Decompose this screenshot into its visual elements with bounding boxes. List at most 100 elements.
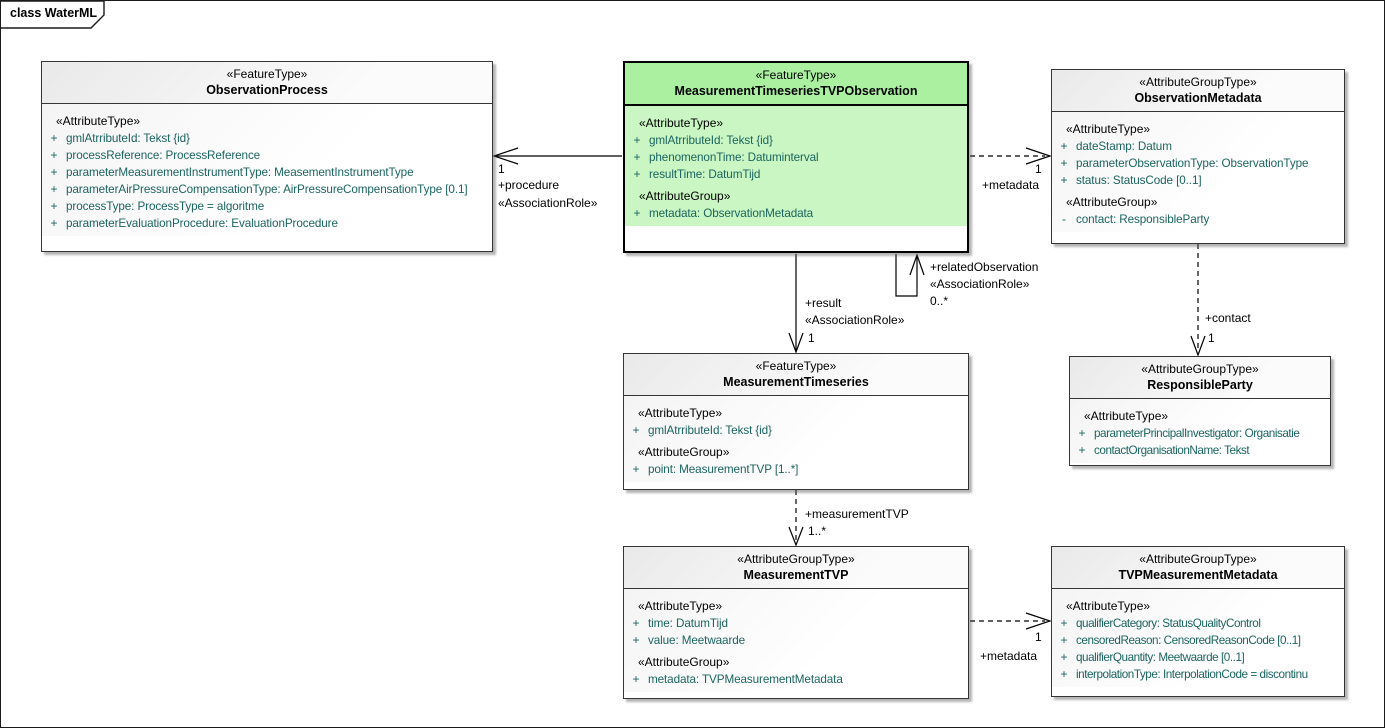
class-header: «FeatureType» MeasurementTimeseriesTVPOb… (625, 63, 967, 106)
class-name: MeasurementTimeseries (723, 375, 869, 389)
attribute-text: parameterAirPressureCompensationType: Ai… (66, 183, 468, 196)
attribute-text: dateStamp: Datum (1076, 140, 1172, 153)
attribute-visibility: + (632, 616, 640, 630)
related-observation-stereotype-label: «AssociationRole» (930, 277, 1030, 291)
attribute-text: parameterPrincipalInvestigator: Organisa… (1094, 427, 1300, 440)
class-name: MeasurementTimeseriesTVPObservation (674, 84, 918, 98)
class-header: «AttributeGroupType» TVPMeasurementMetad… (1052, 547, 1344, 589)
attribute-text: point: MeasurementTVP [1..*] (648, 463, 799, 476)
attribute-row: +resultTime: DatumTijd (625, 166, 963, 183)
attribute-visibility: - (1062, 212, 1066, 226)
attribute-row: +parameterMeasurementInstrumentType: Mea… (42, 164, 488, 181)
attribute-row: + metadata: ObservationMetadata (625, 205, 963, 222)
attribute-visibility: + (1078, 443, 1086, 457)
attribute-visibility: + (1060, 156, 1068, 170)
attribute-row: +gmlAtrributeId: Tekst {id} (624, 422, 964, 439)
attribute-visibility: + (1060, 633, 1068, 647)
attribute-visibility: + (632, 423, 640, 437)
class-observation-metadata[interactable]: «AttributeGroupType» ObservationMetadata… (1051, 69, 1345, 244)
attribute-text: censoredReason: CensoredReasonCode [0..1… (1076, 634, 1301, 647)
class-attributes: «AttributeType» + qualifierCategory: Statu… (1052, 589, 1344, 687)
attribute-text: gmlAtrributeId: Tekst {id} (66, 132, 190, 145)
result-multiplicity: 1 (808, 331, 815, 345)
attribute-text: contactOrganisationName: Tekst (1094, 444, 1250, 457)
attribute-text: metadata: ObservationMetadata (649, 207, 814, 220)
attribute-row: + value: Meetwaarde (624, 632, 964, 649)
metadata-tvp-multiplicity: 1 (1035, 630, 1042, 644)
class-name: ResponsibleParty (1147, 378, 1253, 392)
attribute-visibility: + (632, 633, 640, 647)
class-name: ObservationMetadata (1134, 91, 1262, 105)
class-header: «FeatureType» ObservationProcess (42, 62, 492, 104)
metadata-observation-role-label: +metadata (982, 178, 1040, 192)
attribute-visibility: + (632, 462, 640, 476)
attribute-section-header: «AttributeType» (56, 114, 141, 128)
class-name: ObservationProcess (206, 83, 328, 97)
attribute-text: processType: ProcessType = algoritme (66, 200, 265, 213)
attribute-visibility: + (50, 131, 58, 145)
attribute-text: interpolationType: InterpolationCode = d… (1076, 668, 1308, 681)
class-header: «AttributeGroupType» MeasurementTVP (624, 547, 968, 589)
attribute-text: resultTime: DatumTijd (649, 168, 761, 181)
related-observation-role-label: +relatedObservation (930, 260, 1039, 274)
attribute-text: value: Meetwaarde (648, 634, 746, 647)
class-attributes: «AttributeType» + gmlAtrributeId: Tekst {i… (42, 104, 492, 236)
class-measurement-tvp[interactable]: «AttributeGroupType» MeasurementTVP «Att… (623, 546, 969, 699)
attribute-row: + contactOrganisationName: Tekst (1070, 442, 1326, 459)
class-observation-process[interactable]: «FeatureType» ObservationProcess «Attrib… (41, 61, 493, 252)
attribute-section-header: «AttributeType» (1066, 599, 1151, 613)
attribute-visibility: + (633, 133, 641, 147)
class-tvp-measurement-metadata[interactable]: «AttributeGroupType» TVPMeasurementMetad… (1051, 546, 1345, 697)
metadata-observation-multiplicity: 1 (1035, 162, 1042, 176)
class-header: «AttributeGroupType» ObservationMetadata (1052, 70, 1344, 112)
attribute-visibility: + (633, 206, 641, 220)
attribute-text: time: DatumTijd (648, 617, 728, 630)
attribute-visibility: + (50, 199, 58, 213)
attribute-row: +parameterObservationType: ObservationTy… (1052, 155, 1340, 172)
class-attributes: «AttributeType»+parameterPrincipalInvest… (1070, 399, 1330, 463)
attribute-visibility: + (50, 148, 58, 162)
measurement-tvp-multiplicity: 1..* (808, 524, 827, 538)
attribute-section-header: «AttributeType» (638, 406, 723, 420)
class-attributes: «AttributeType»+dateStamp: Datum+paramet… (1052, 112, 1344, 232)
attribute-text: metadata: TVPMeasurementMetadata (648, 673, 843, 686)
class-name: TVPMeasurementMetadata (1118, 568, 1278, 582)
class-measurement-timeseries[interactable]: «FeatureType» MeasurementTimeseries «Att… (623, 353, 969, 490)
attribute-visibility: + (50, 216, 58, 230)
class-attributes: «AttributeType»+gmlAtrributeId: Tekst {i… (625, 106, 967, 226)
attribute-row: +interpolationType: InterpolationCode = … (1052, 666, 1340, 683)
attribute-section-header: «AttributeGroup» (638, 445, 730, 459)
class-measurement-timeseries-tvp-observation[interactable]: «FeatureType» MeasurementTimeseriesTVPOb… (623, 61, 969, 253)
attribute-visibility: + (1060, 173, 1068, 187)
attribute-section-header: «AttributeGroup» (1066, 195, 1158, 209)
attribute-row: +status: StatusCode [0..1] (1052, 172, 1340, 189)
attribute-text: processReference: ProcessReference (66, 149, 261, 162)
attribute-visibility: + (50, 182, 58, 196)
class-stereotype: «AttributeGroupType» (1139, 75, 1257, 89)
attribute-section-header: «AttributeType» (639, 116, 724, 130)
procedure-multiplicity: 1 (498, 162, 505, 176)
class-name: MeasurementTVP (743, 568, 849, 582)
class-stereotype: «FeatureType» (755, 359, 837, 373)
class-attributes: «AttributeType» +gmlAtrributeId: Tekst {i… (624, 396, 968, 482)
measurement-tvp-role-label: +measurementTVP (805, 507, 909, 521)
attribute-row: + censoredReason: CensoredReasonCode [0..… (1052, 632, 1340, 649)
class-stereotype: «AttributeGroupType» (737, 552, 855, 566)
attribute-text: qualifierCategory: StatusQualityControl (1076, 617, 1261, 630)
attribute-visibility: + (1060, 650, 1068, 664)
attribute-row: +phenomenonTime: Datuminterval (625, 149, 963, 166)
attribute-row: +parameterEvaluationProcedure: Evaluatio… (42, 215, 488, 232)
attribute-visibility: + (1078, 426, 1086, 440)
class-header: «AttributeGroupType» ResponsibleParty (1070, 357, 1330, 399)
contact-multiplicity: 1 (1208, 331, 1215, 345)
attribute-row: + processReference: ProcessReference (42, 147, 488, 164)
frame-tab-shape (1, 1, 105, 29)
class-responsible-party[interactable]: «AttributeGroupType» ResponsibleParty «A… (1069, 356, 1331, 466)
attribute-row: + parameterPrincipalInvestigator: Organis… (1070, 425, 1326, 442)
attribute-section-header: «AttributeGroup» (638, 655, 730, 669)
result-role-label: +result (805, 296, 842, 310)
class-attributes: «AttributeType»+time: DatumTijd+value: M… (624, 589, 968, 692)
attribute-visibility: + (50, 165, 58, 179)
result-stereotype-label: «AssociationRole» (805, 313, 905, 327)
